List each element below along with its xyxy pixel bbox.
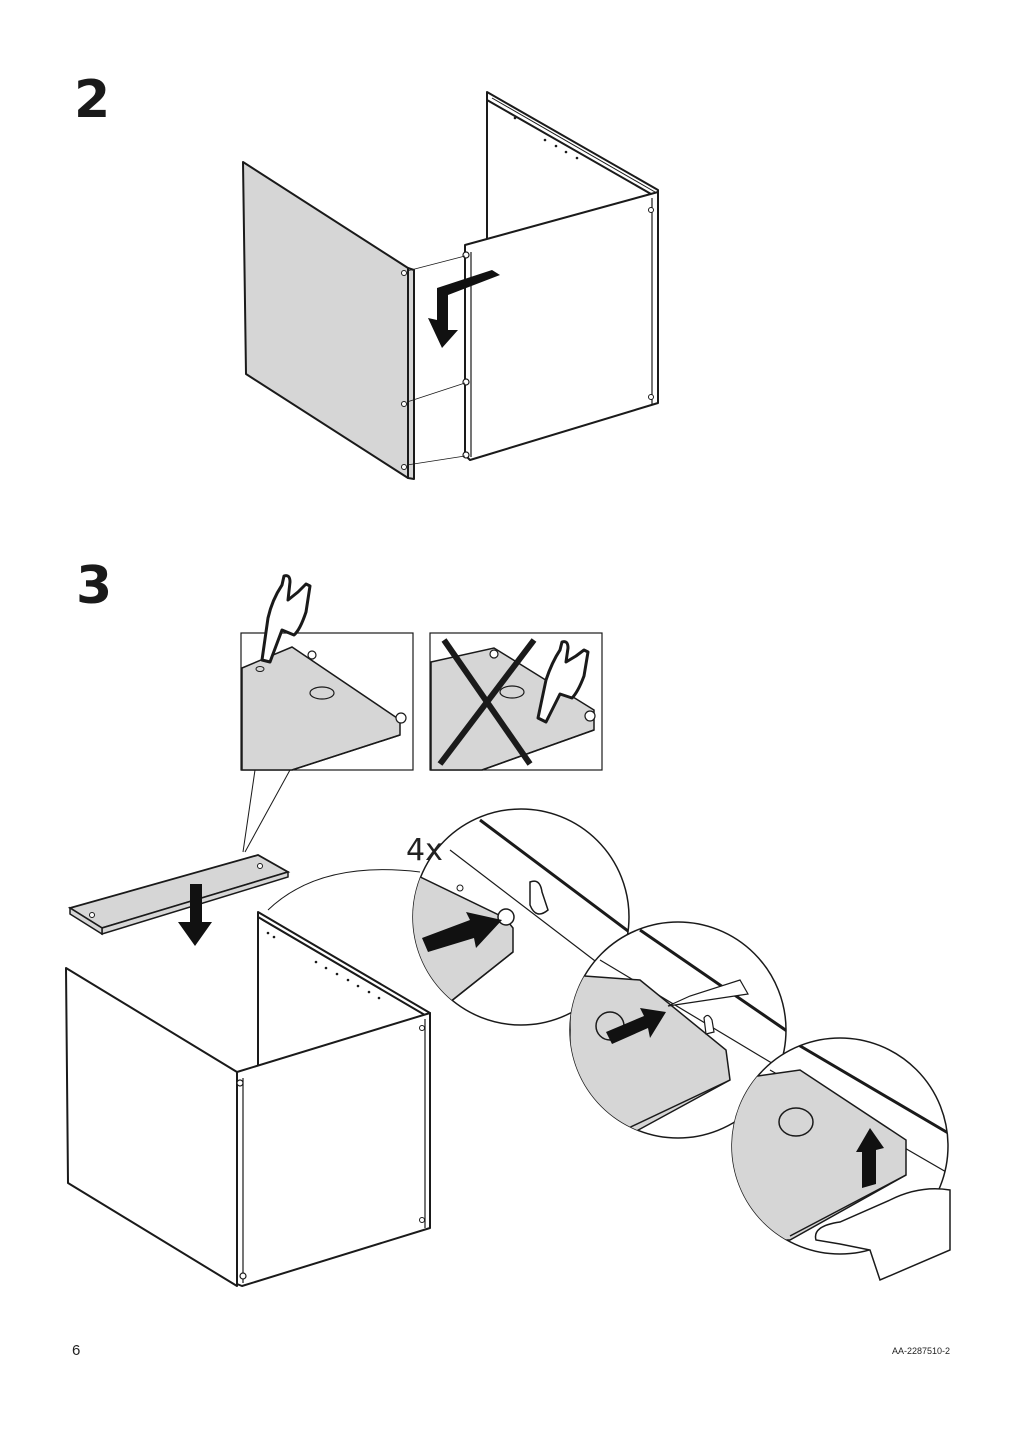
arrow-icon	[422, 912, 502, 952]
arrow-icon	[428, 270, 500, 348]
arrow-icon	[178, 884, 212, 946]
arrow-icon	[856, 1128, 884, 1188]
detail-correct	[240, 632, 414, 771]
cabinet-carcass	[65, 911, 431, 1287]
document-code: AA-2287510-2	[891, 1346, 950, 1356]
quantity-label: 4x	[406, 833, 443, 868]
finger-point-icon	[536, 640, 590, 724]
step-3-number: 3	[76, 556, 113, 616]
side-panel-left	[242, 161, 409, 479]
finger-point-icon	[260, 574, 312, 664]
side-panel-right	[464, 191, 659, 461]
hand-icon	[814, 1188, 951, 1282]
cross-icon	[437, 638, 537, 766]
magnifier-circle-icon	[731, 1037, 951, 1282]
arrow-icon	[606, 1008, 666, 1044]
magnifier-circle-icon	[569, 921, 787, 1139]
magnifier-circle-icon	[412, 808, 630, 1026]
page-number: 6	[72, 1342, 81, 1359]
step-2-illustration	[242, 91, 659, 480]
step-2-number: 2	[74, 70, 111, 130]
